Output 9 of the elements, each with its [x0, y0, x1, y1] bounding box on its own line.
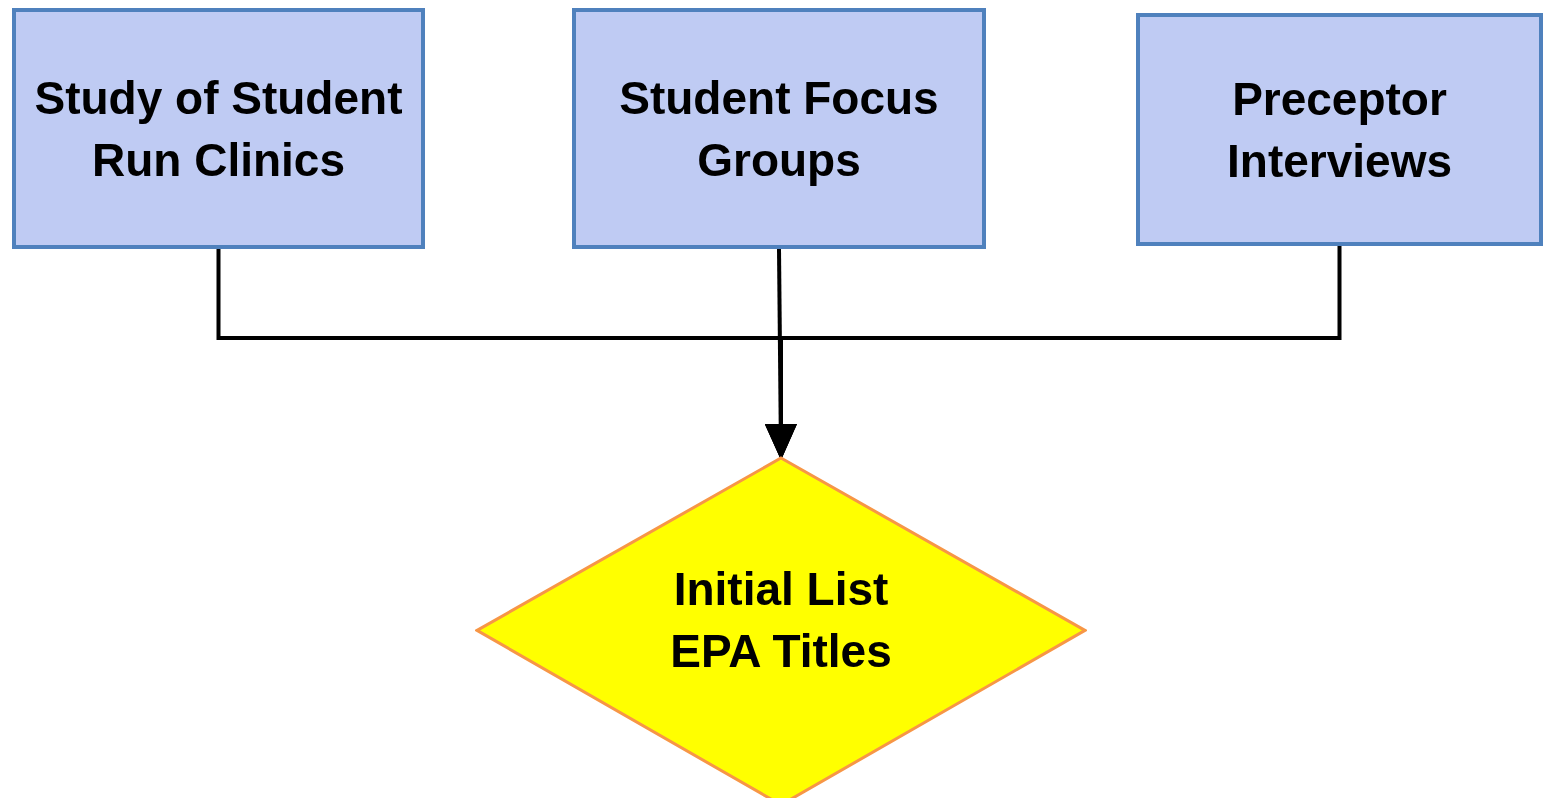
- node-text: Study of Student Run Clinics: [33, 70, 404, 188]
- node-text: Initial List EPA Titles: [669, 562, 893, 679]
- node-text: Preceptor Interviews: [1226, 71, 1453, 189]
- process-box: [572, 8, 986, 249]
- node-text: Student Focus Groups: [618, 70, 940, 188]
- process-box: [12, 8, 425, 249]
- connector-arrow: [765, 246, 1342, 460]
- process-box: [1136, 13, 1543, 246]
- decision-diamond: [475, 456, 1087, 798]
